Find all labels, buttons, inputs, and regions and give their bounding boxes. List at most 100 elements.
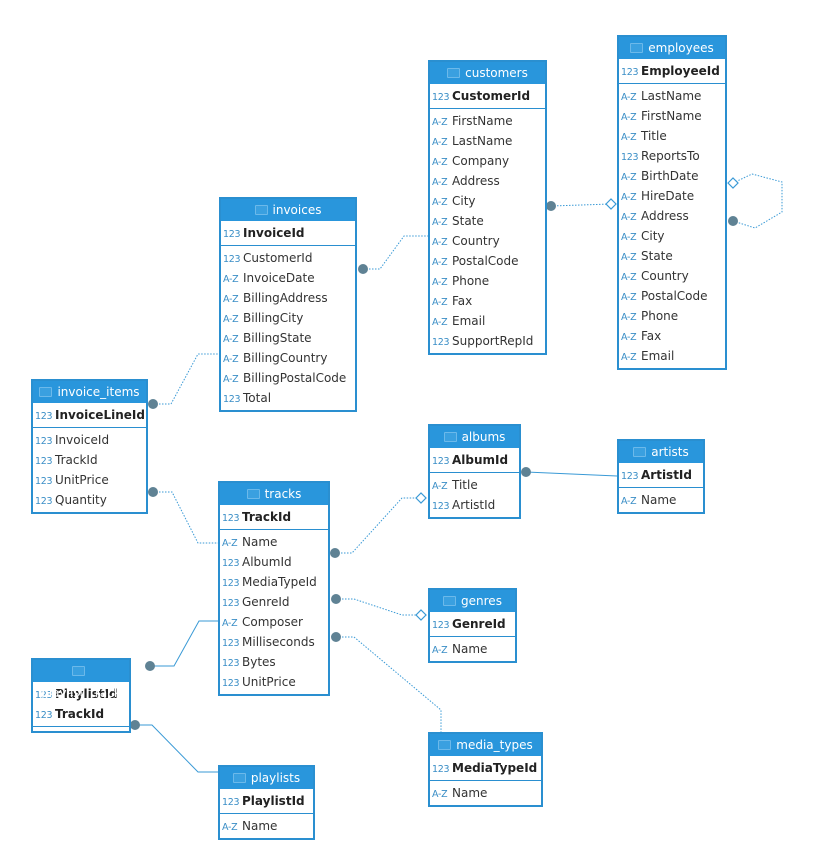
table-header[interactable]: genres [430, 590, 515, 612]
relation-line[interactable] [525, 471, 618, 477]
table-header[interactable]: customers [430, 62, 545, 84]
table-header[interactable]: media_types [430, 734, 541, 756]
relation-line[interactable] [153, 491, 218, 544]
relation-line[interactable] [153, 353, 218, 405]
relation-line[interactable] [336, 598, 421, 616]
relation-line[interactable] [363, 235, 428, 270]
relation-line[interactable] [335, 497, 421, 554]
table-header[interactable]: playlist_track [33, 660, 129, 700]
table-header[interactable]: artists [619, 441, 703, 463]
table-playlist-track[interactable]: playlist_track123PlaylistId123TrackId [31, 658, 131, 733]
text-type-icon: A-Z [223, 274, 239, 285]
relation-line[interactable] [135, 724, 218, 773]
table-header[interactable]: tracks [220, 483, 328, 505]
table-header[interactable]: invoices [221, 199, 355, 221]
relation-end-diamond [605, 198, 617, 210]
relation-line[interactable] [336, 636, 442, 732]
table-header[interactable]: employees [619, 37, 725, 59]
relation-line[interactable] [732, 173, 783, 229]
relation-line[interactable] [550, 203, 612, 207]
relation-line[interactable] [150, 620, 218, 667]
table-header[interactable]: invoice_items [33, 381, 146, 403]
table-header[interactable]: albums [430, 426, 519, 448]
numeric-type-icon: 123 [223, 254, 241, 265]
table-header[interactable]: playlists [220, 767, 313, 789]
